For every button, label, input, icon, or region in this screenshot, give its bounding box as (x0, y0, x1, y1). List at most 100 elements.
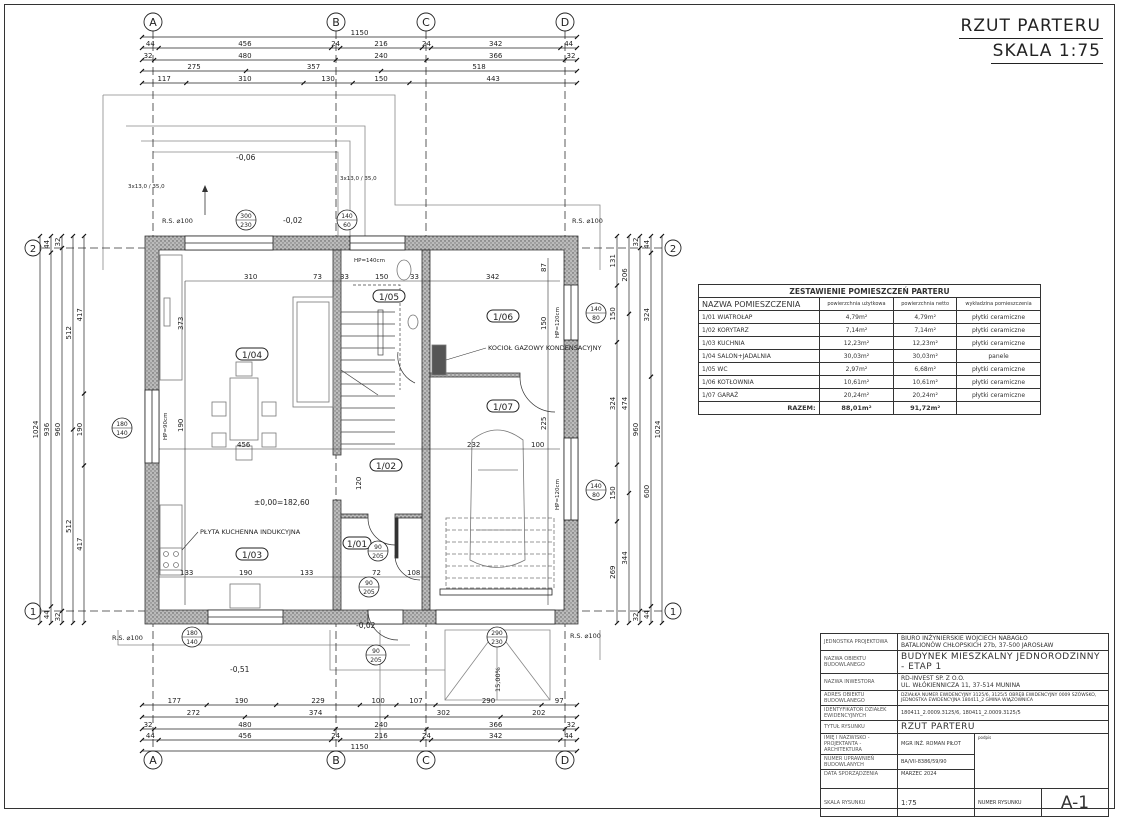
grid-label: 1 (670, 607, 676, 618)
tb-label: SKALA RYSUNKU (820, 788, 898, 817)
svg-text:1/06: 1/06 (493, 313, 513, 323)
opening-width: 90 (372, 648, 380, 655)
tb-address: DZIAŁKA NUMER EWIDENCYJNY 3125/6, 3125/5… (897, 690, 1109, 706)
dimension-value: 229 (311, 697, 324, 705)
boiler-label: KOCIOŁ GAZOWY KONDENSACYJNY (488, 344, 601, 352)
dimension-chain-bottom: 1150 (139, 743, 580, 754)
sheet-title: RZUT PARTERU SKALA 1:75 (958, 14, 1103, 64)
table-cell: 1/05 WC (698, 362, 820, 376)
grid-bubble-C: C (416, 12, 436, 32)
dining-table (229, 377, 259, 441)
door-tags: 3002301406014080180140140809020590205902… (111, 209, 607, 666)
annotations: KOCIOŁ GAZOWY KONDENSACYJNY PŁYTA KUCHEN… (112, 153, 603, 692)
dimension-value: 190 (235, 697, 248, 705)
dimension-value: 290 (482, 697, 495, 705)
grid-label: B (332, 754, 340, 767)
table-cell: płytki ceramiczne (956, 336, 1041, 350)
dimension-value: 44 (564, 732, 573, 740)
table-cell: 1/07 GARAŻ (698, 388, 820, 402)
slope-label: 15,00% (494, 667, 502, 692)
dimension-value: 44 (643, 239, 651, 248)
dimension-value: 216 (374, 40, 388, 48)
level-marker: -0,02 (356, 621, 376, 630)
tb-label: IMIĘ I NAZWISKO - PROJEKTANTA - ARCHITEK… (820, 733, 898, 755)
opening-width: 90 (374, 544, 382, 551)
opening-height: 205 (370, 657, 382, 664)
dimension-value: 1150 (351, 29, 369, 37)
dimension-value: 1150 (351, 743, 369, 751)
window-sill-height: HP=120cm (555, 479, 561, 510)
dimension-value: 44 (146, 732, 155, 740)
grid-label: 2 (670, 244, 676, 255)
opening-width: 290 (491, 630, 503, 637)
dimension-value: 190 (76, 423, 84, 436)
dimension-value: 512 (65, 326, 73, 339)
opening-width: 180 (116, 421, 128, 428)
dimension-value: 310 (244, 273, 257, 281)
dimension-value: 133 (180, 569, 193, 577)
dimension-value: 190 (239, 569, 252, 577)
table-cell: 1/04 SALON+JADALNIA (698, 349, 820, 363)
svg-text:1/07: 1/07 (493, 403, 513, 413)
sheet-scale-text: SKALA 1:75 (990, 39, 1103, 64)
room-tag-1-01: 1/01 (342, 536, 372, 550)
interior-dim-text: 310 73 33 150 33 342 373 190 456 232 100… (177, 263, 548, 577)
dimension-value: 417 (76, 308, 84, 321)
dimension-value: 443 (487, 75, 500, 83)
dimension-value: 108 (407, 569, 420, 577)
dimension-value: 32 (144, 52, 153, 60)
opening-height: 80 (592, 492, 600, 499)
toilet (396, 259, 412, 281)
room-labels: 1/04 1/05 1/06 1/07 1/02 1/01 1/03 (235, 289, 520, 561)
dimension-value: 130 (321, 75, 334, 83)
dimension-value: 24 (331, 732, 340, 740)
dimension-value: 24 (331, 40, 340, 48)
room-tag-1-03: 1/03 (235, 547, 269, 561)
svg-text:1/04: 1/04 (242, 351, 262, 361)
rain-pipe-label: R.S. ⌀100 (572, 217, 603, 225)
hob (159, 547, 183, 571)
dimension-chain-right: 1024 (654, 233, 665, 626)
table-cell: 10,61m² (893, 375, 958, 389)
dimension-value: 133 (300, 569, 313, 577)
tb-date: MARZEC 2024 (897, 769, 975, 789)
table-cell: 1/01 WIATROŁAP (698, 310, 820, 324)
openings (144, 235, 579, 625)
table-cell: 7,14m² (893, 323, 958, 337)
table-cell: 1/06 KOTŁOWNIA (698, 375, 820, 389)
dimension-value: 150 (609, 486, 617, 499)
grid-label: 2 (30, 244, 36, 255)
opening-height: 205 (363, 589, 375, 596)
dimension-value: 44 (564, 40, 573, 48)
opening-width: 300 (240, 213, 252, 220)
table-cell: 6,68m² (893, 362, 958, 376)
col-header: wykładzina pomieszczenia (956, 297, 1041, 311)
tb-object: BUDYNEK MIESZKALNY JEDNORODZINNY - ETAP … (897, 650, 1109, 674)
dimension-value: 225 (540, 417, 548, 430)
furniture (159, 254, 555, 609)
grid-bubble-2: 2 (664, 239, 682, 257)
dimension-value: 72 (372, 569, 381, 577)
svg-text:1/03: 1/03 (242, 551, 262, 561)
table-cell: płytki ceramiczne (956, 310, 1041, 324)
grid-label: A (149, 16, 157, 29)
dimension-value: 324 (609, 396, 617, 410)
window-sill-height: HP=140cm (354, 258, 385, 264)
rain-pipe-label: R.S. ⌀100 (162, 217, 193, 225)
room-tag-1-05: 1/05 (372, 289, 406, 303)
dimension-value: 310 (238, 75, 251, 83)
